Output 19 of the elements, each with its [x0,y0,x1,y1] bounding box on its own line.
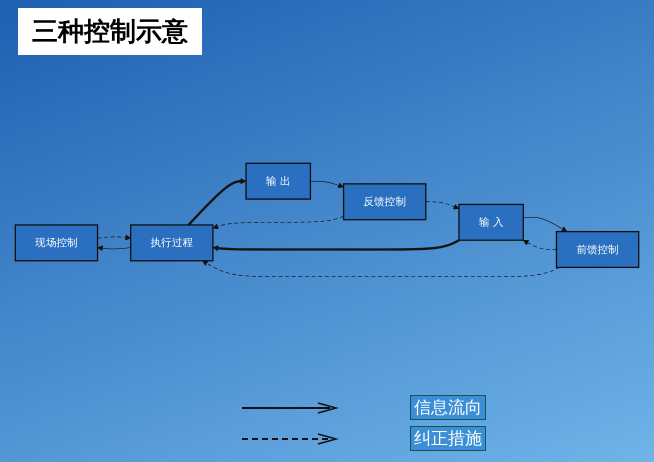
arrow [522,240,557,250]
arrow [212,216,344,230]
arrow [522,216,568,232]
arrow [212,239,460,252]
legend-text: 纠正措施 [410,426,486,451]
arrow [97,245,132,252]
arrow [425,201,460,210]
diagram-title: 三种控制示意 [18,8,202,55]
node-box: 执行过程 [130,224,214,262]
node-box: 输 入 [458,204,524,241]
node-box: 反馈控制 [342,183,426,220]
node-box: 前馈控制 [556,230,640,268]
node-box: 输 出 [245,162,312,200]
arrow [310,180,344,188]
node-box: 现场控制 [14,224,98,262]
legend-text: 信息流向 [410,395,486,420]
arrow [202,260,560,278]
arrow [188,178,246,226]
arrow [97,234,131,240]
